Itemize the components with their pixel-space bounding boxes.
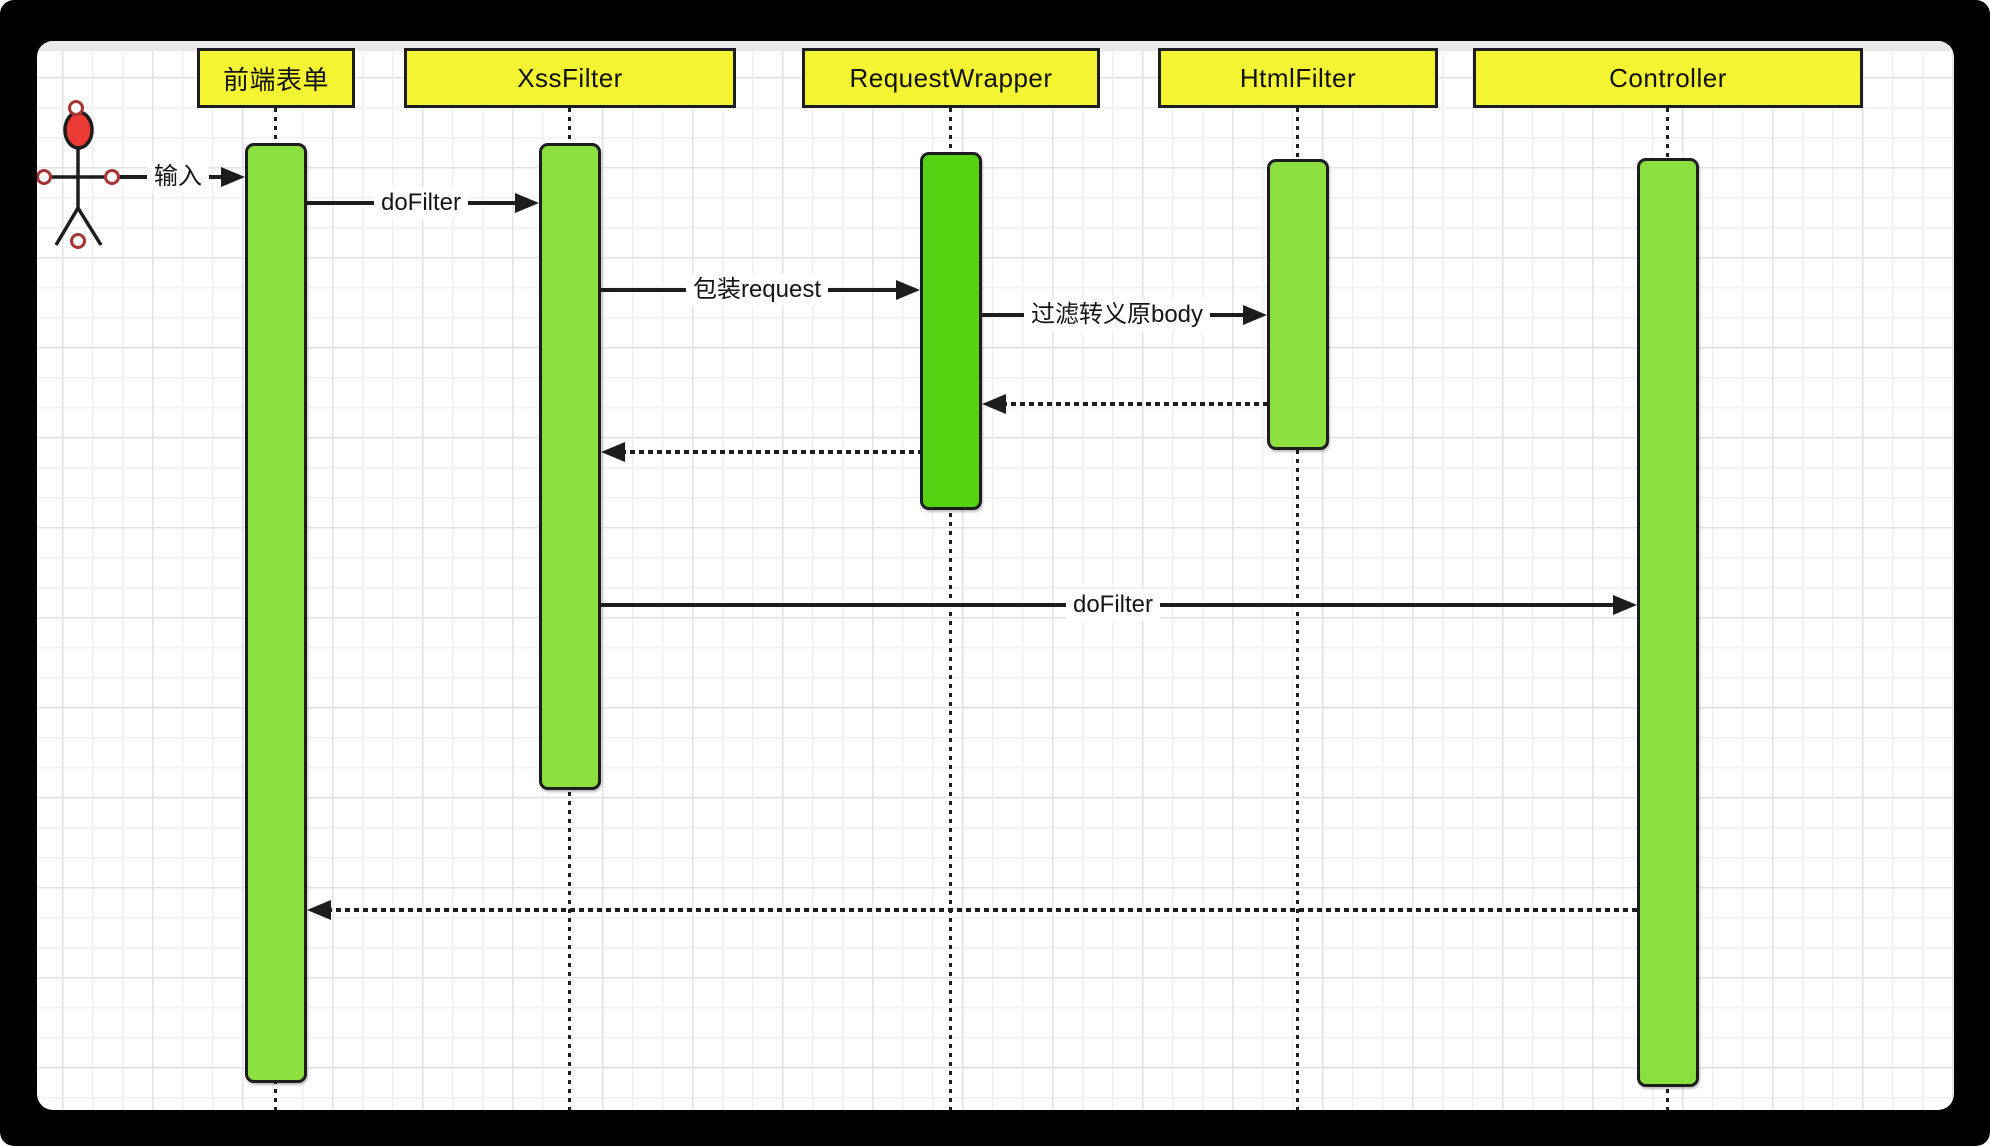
arrowhead — [221, 167, 245, 187]
activation-xss-filter[interactable] — [539, 143, 601, 790]
arrowhead — [1243, 305, 1267, 325]
participant-label: Controller — [1609, 62, 1727, 93]
message-label: doFilter — [1065, 589, 1161, 621]
connection-handle[interactable] — [68, 100, 84, 116]
lifeline-request-wrapper — [949, 108, 952, 1110]
actor-leg-left — [54, 207, 80, 246]
arrowhead — [307, 900, 331, 920]
actor-head — [63, 110, 94, 150]
participant-label: RequestWrapper — [849, 62, 1053, 93]
message-line — [1002, 402, 1267, 406]
participant-label: HtmlFilter — [1239, 62, 1357, 93]
actor-leg-right — [76, 207, 103, 246]
activation-request-wrapper[interactable] — [920, 152, 982, 510]
lifeline-html-filter — [1296, 108, 1299, 1110]
participant-label: XssFilter — [517, 62, 623, 93]
participant-frontend-form[interactable]: 前端表单 — [197, 48, 355, 108]
connection-handle[interactable] — [70, 233, 86, 249]
actor-figure[interactable] — [37, 95, 167, 265]
connection-handle[interactable] — [37, 169, 52, 185]
arrowhead — [601, 442, 625, 462]
message-line — [621, 450, 920, 454]
message-label: 过滤转义原body — [1023, 299, 1211, 331]
connection-handle[interactable] — [104, 169, 120, 185]
arrowhead — [1613, 595, 1637, 615]
arrowhead — [896, 280, 920, 300]
activation-html-filter[interactable] — [1267, 159, 1329, 450]
message-label: 包装request — [685, 274, 829, 306]
activation-controller[interactable] — [1637, 158, 1699, 1087]
activation-frontend-form[interactable] — [245, 143, 307, 1083]
arrowhead — [982, 394, 1006, 414]
message-line — [327, 908, 1637, 912]
canvas-top-strip — [37, 41, 1954, 51]
participant-label: 前端表单 — [222, 64, 329, 95]
participant-controller[interactable]: Controller — [1473, 48, 1863, 108]
message-label: doFilter — [373, 187, 469, 219]
participant-request-wrapper[interactable]: RequestWrapper — [802, 48, 1100, 108]
participant-xss-filter[interactable]: XssFilter — [404, 48, 736, 108]
message-label: 输入 — [147, 161, 209, 193]
participant-html-filter[interactable]: HtmlFilter — [1158, 48, 1438, 108]
arrowhead — [515, 193, 539, 213]
diagram-canvas: 前端表单 XssFilter RequestWrapper HtmlFilter… — [37, 41, 1954, 1110]
